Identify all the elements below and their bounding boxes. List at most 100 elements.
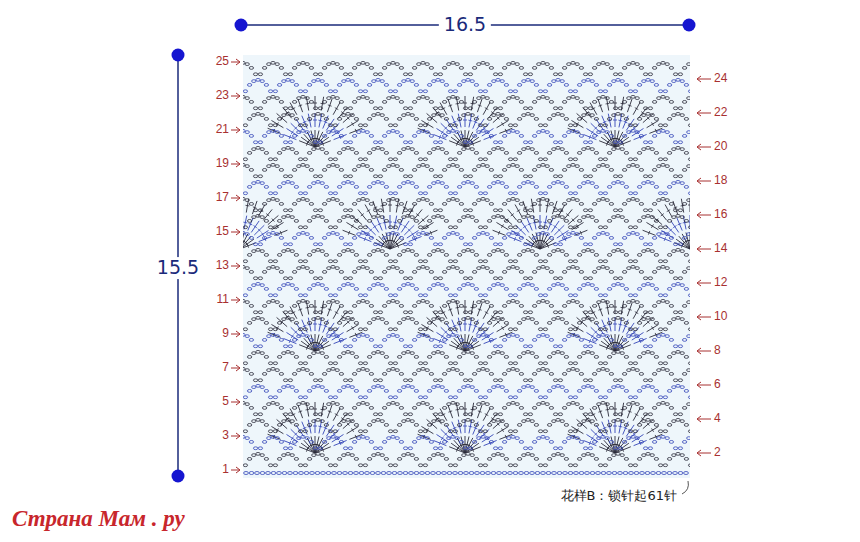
treble-stitch [196,222,208,229]
chain-stitch [718,396,722,399]
treble-stitch [702,201,707,214]
chain-stitch [721,367,725,370]
chain-stitch [217,424,221,427]
chain-stitch [703,447,707,450]
chain-stitch [222,420,226,423]
chain-stitch [697,458,701,461]
stitch-tick [692,241,696,243]
chain-stitch [695,369,699,372]
chain-stitch [712,339,716,342]
chain-stitch [232,373,236,376]
chain-stitch [717,369,721,372]
chain-stitch [228,379,232,382]
chain-stitch [217,322,221,325]
treble-stitch [707,230,719,238]
chain-stitch [232,407,236,410]
chain-stitch [733,345,737,348]
chain-stitch [708,447,712,450]
treble-stitch [698,218,703,231]
stitch-tick [223,207,227,208]
chain-stitch [733,413,737,416]
chain-stitch [712,407,716,410]
chain-stitch [238,328,242,331]
chain-stitch [230,386,234,389]
chain-stitch [729,373,733,376]
chain-stitch [228,413,232,416]
chain-stitch [226,384,230,387]
chain-stitch [699,339,703,342]
chain-stitch [695,403,699,406]
treble-stitch [233,216,236,230]
chain-stitch [226,350,230,353]
chain-stitch [708,345,712,348]
chain-stitch [213,362,217,365]
chain-stitch [725,437,729,440]
treble-stitch [226,239,240,249]
chain-stitch [217,356,221,359]
chain-stitch [729,441,733,444]
chain-stitch [721,333,725,336]
stitch-tick [211,214,214,217]
chain-stitch [712,441,716,444]
chain-stitch [725,369,729,372]
chain-stitch [222,352,226,355]
stitch-tick [198,231,199,235]
chain-stitch [703,345,707,348]
chain-stitch [702,420,706,423]
chain-stitch [228,345,232,348]
stitch-tick [710,210,713,212]
chain-stitch [230,318,234,321]
chain-stitch [222,318,226,321]
chain-stitch [693,396,697,399]
chain-stitch [234,424,238,427]
stitch-tick [703,207,707,208]
treble-stitch [224,243,240,249]
chain-stitch [695,335,699,338]
chain-stitch [697,390,701,393]
chain-stitch [703,379,707,382]
treble-stitch [229,236,240,249]
chain-stitch [234,356,238,359]
stitch-tick [695,205,699,206]
chain-stitch [717,335,721,338]
chain-stitch [721,435,725,438]
treble-stitch [704,225,714,235]
treble-stitch [215,205,222,217]
treble-stitch [724,230,737,235]
treble-stitch [231,199,233,213]
stitch-tick [231,205,235,206]
chain-stitch [729,407,733,410]
chain-stitch [234,458,238,461]
chain-stitch [725,403,729,406]
chain-stitch [230,352,234,355]
stitch-tick [730,231,731,235]
chain-stitch [232,339,236,342]
treble-stitch [696,199,698,213]
chain-stitch [718,430,722,433]
chain-stitch [697,356,701,359]
chain-stitch [693,464,697,467]
chain-stitch [702,386,706,389]
chain-stitch [228,447,232,450]
chain-stitch [717,437,721,440]
treble-stitch [202,215,213,224]
chain-stitch [213,396,217,399]
chain-stitch [721,401,725,404]
chain-stitch [699,407,703,410]
stitch-tick [233,222,237,223]
treble-stitch [722,222,734,229]
chain-stitch [697,424,701,427]
chain-stitch [222,386,226,389]
chain-stitch [226,452,230,455]
stitch-tick [727,224,729,227]
chain-stitch [703,413,707,416]
chain-stitch [702,352,706,355]
chain-stitch [217,458,221,461]
stitch-tick [690,240,694,241]
chain-stitch [718,362,722,365]
chain-stitch [238,464,242,467]
treble-stitch [232,234,240,249]
chain-stitch [729,339,733,342]
